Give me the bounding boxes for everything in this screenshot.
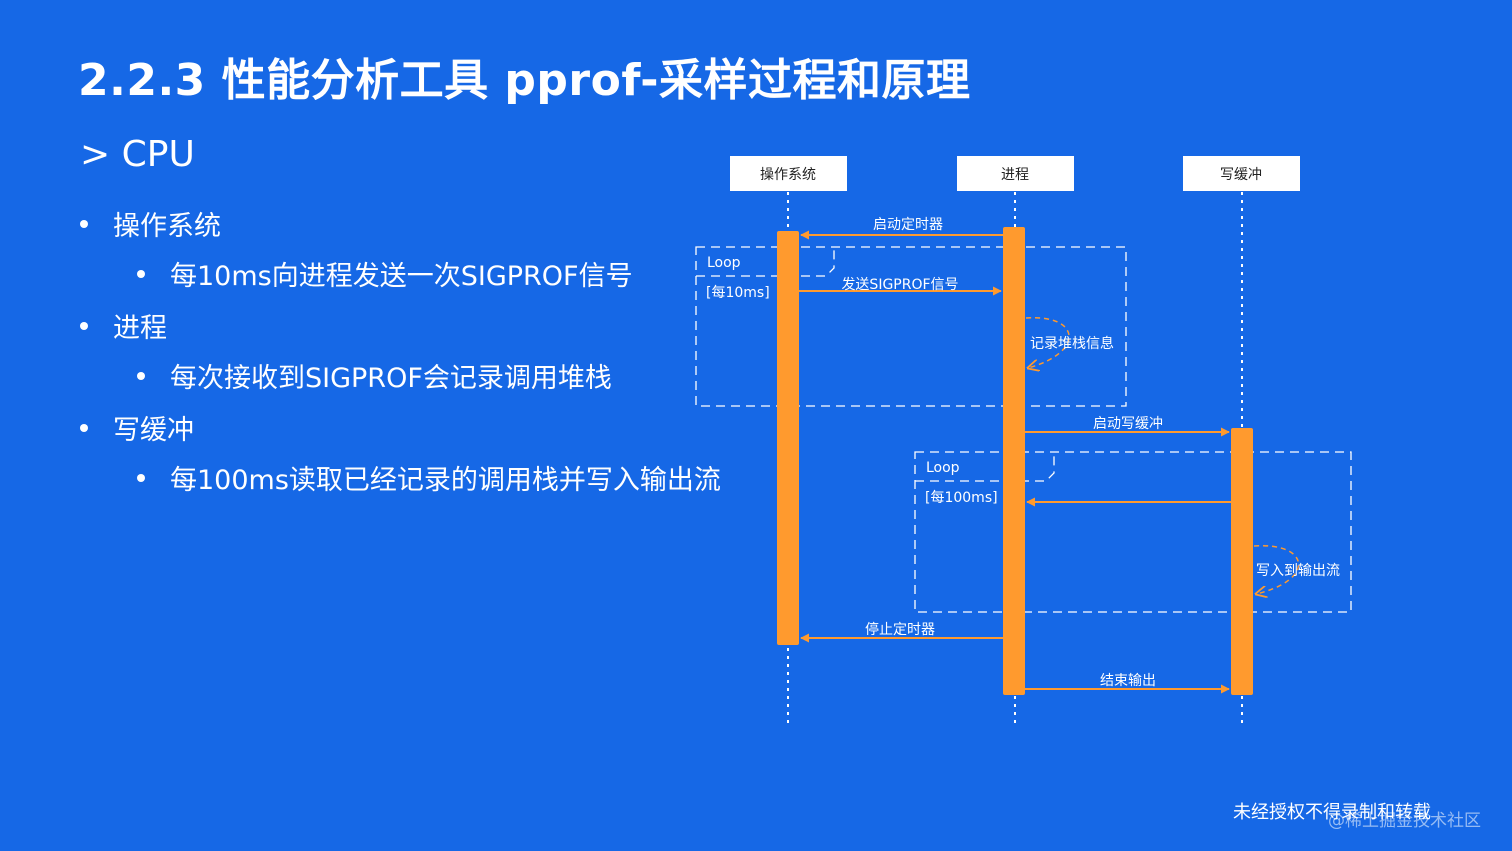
bullet-writer: 写缓冲 (80, 408, 194, 447)
sub-bullet-text: 每10ms向进程发送一次SIGPROF信号 (170, 261, 633, 292)
loop-frame-100ms: Loop [每100ms] (914, 451, 1352, 613)
bullet-dot (80, 220, 88, 228)
participant-process: 进程 (957, 156, 1074, 191)
sub-bullet-os: 每10ms向进程发送一次SIGPROF信号 (137, 254, 633, 293)
activation-os (777, 231, 799, 645)
message-start-timer: 启动定时器 (800, 217, 1003, 240)
participant-os: 操作系统 (730, 156, 847, 191)
loop-guard: [每10ms] (706, 285, 770, 301)
slide-title: 2.2.3 性能分析工具 pprof-采样过程和原理 (78, 55, 971, 106)
message-stop-timer: 停止定时器 (800, 621, 1003, 643)
sub-bullet-text: 每次接收到SIGPROF会记录调用堆栈 (170, 363, 612, 394)
message-end-output: 结束输出 (1025, 673, 1230, 694)
message-label: 写入到输出流 (1256, 563, 1340, 579)
message-label: 记录堆栈信息 (1030, 335, 1114, 352)
copyright-notice: 未经授权不得录制和转载 (1233, 802, 1431, 823)
message-start-writer: 启动写缓冲 (1025, 416, 1230, 437)
message-label: 停止定时器 (865, 621, 935, 638)
sub-bullet-text: 每100ms读取已经记录的调用栈并写入输出流 (170, 465, 721, 496)
loop-guard: [每100ms] (925, 490, 998, 506)
participant-writer-label: 写缓冲 (1220, 167, 1262, 183)
message-send-signal: 发送SIGPROF信号 (799, 277, 1002, 296)
bullet-os: 操作系统 (80, 204, 221, 243)
loop-label: Loop (707, 255, 741, 271)
bullet-label: 进程 (113, 313, 167, 344)
loop-label: Loop (926, 460, 960, 476)
message-label: 启动写缓冲 (1093, 416, 1163, 432)
loop-frame-10ms: Loop [每10ms] (695, 246, 1127, 407)
bullet-label: 写缓冲 (113, 415, 194, 446)
bullet-process: 进程 (80, 306, 167, 345)
participant-process-label: 进程 (1001, 167, 1029, 183)
sub-bullet-process: 每次接收到SIGPROF会记录调用堆栈 (137, 356, 612, 395)
activation-process (1003, 227, 1025, 695)
message-record-stack: 记录堆栈信息 (1026, 317, 1114, 368)
participant-os-label: 操作系统 (760, 167, 816, 183)
watermark: @稀土掘金技术社区 (1328, 811, 1481, 831)
participant-writer: 写缓冲 (1183, 156, 1300, 191)
activation-writer (1231, 428, 1253, 695)
sub-bullet-writer: 每100ms读取已经记录的调用栈并写入输出流 (137, 458, 721, 497)
message-label: 启动定时器 (873, 217, 943, 233)
message-label: 发送SIGPROF信号 (841, 277, 958, 293)
message-write-output: 写入到输出流 (1254, 545, 1340, 594)
bullet-dot (137, 474, 145, 482)
bullet-label: 操作系统 (113, 211, 221, 242)
bullet-dot (137, 270, 145, 278)
bullet-dot (80, 322, 88, 330)
message-label: 结束输出 (1100, 673, 1156, 689)
bullet-dot (137, 372, 145, 380)
bullet-dot (80, 424, 88, 432)
section-heading: > CPU (80, 134, 195, 175)
